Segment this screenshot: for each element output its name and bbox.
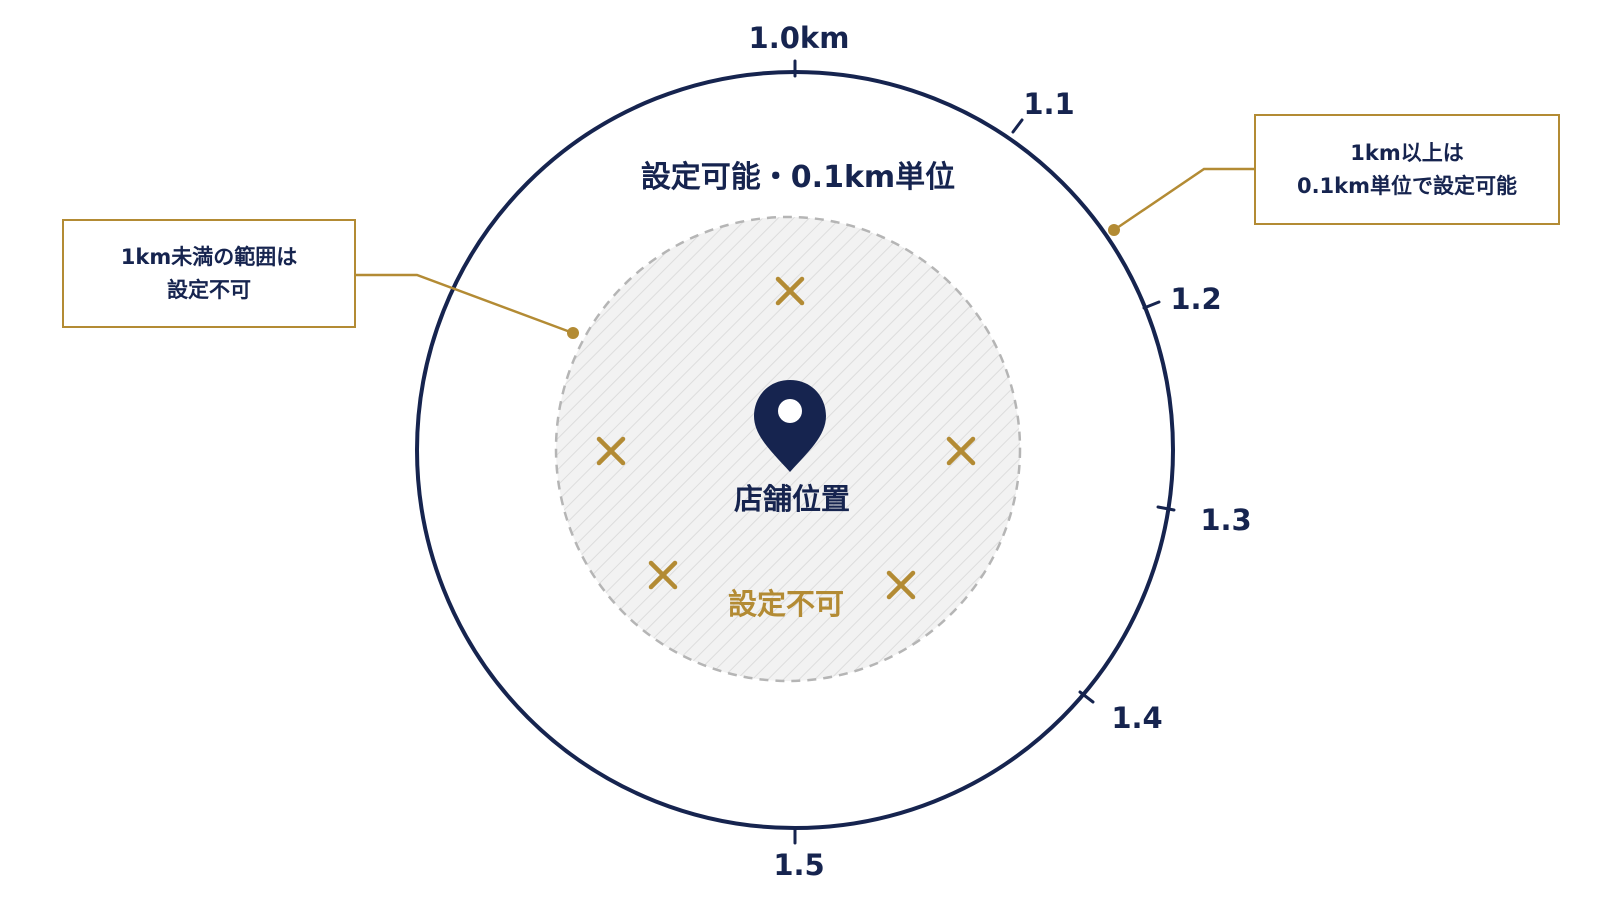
right-callout-leader bbox=[1113, 167, 1254, 232]
cross-icon bbox=[648, 560, 678, 590]
restricted-zone-label: 設定不可 bbox=[728, 587, 844, 621]
callout-leaders bbox=[356, 167, 1254, 335]
tick-label-1-5: 1.5 bbox=[773, 848, 824, 882]
callout-under-1km: 1km未満の範囲は 設定不可 bbox=[62, 219, 356, 328]
restricted-zone-border bbox=[554, 215, 1022, 683]
tick-label-1-4: 1.4 bbox=[1111, 701, 1162, 735]
left-callout-dot bbox=[567, 327, 579, 339]
tick-mark-1-3 bbox=[1156, 505, 1176, 512]
callout-under-1km-line1: 1km未満の範囲は bbox=[120, 244, 298, 269]
tick-label-1-2: 1.2 bbox=[1170, 282, 1221, 316]
right-callout-dot bbox=[1108, 224, 1120, 236]
callout-over-1km-line2: 0.1km単位で設定可能 bbox=[1296, 173, 1518, 198]
left-callout-leader bbox=[356, 273, 574, 335]
tick-label-1-1: 1.1 bbox=[1023, 87, 1074, 121]
cross-icon bbox=[775, 276, 805, 306]
cross-icon bbox=[886, 570, 916, 600]
callout-under-1km-line2: 設定不可 bbox=[167, 277, 251, 302]
callout-over-1km-line1: 1km以上は bbox=[1350, 140, 1464, 165]
cross-markers bbox=[596, 276, 976, 600]
callout-over-1km: 1km以上は 0.1km単位で設定可能 bbox=[1254, 114, 1560, 225]
tick-mark-1-1 bbox=[1011, 118, 1024, 134]
tick-mark-1-4 bbox=[1078, 690, 1095, 704]
outer-ring-label: 設定可能・0.1km単位 bbox=[641, 160, 955, 195]
distance-ticks bbox=[793, 59, 1176, 845]
tick-label-1-3: 1.3 bbox=[1200, 503, 1251, 537]
store-location-label: 店舗位置 bbox=[734, 482, 850, 516]
tick-mark-1-2 bbox=[1142, 300, 1161, 310]
cross-icon bbox=[596, 436, 626, 466]
map-pin-icon bbox=[754, 380, 826, 472]
tick-label-1-0km: 1.0km bbox=[749, 21, 850, 55]
cross-icon bbox=[946, 436, 976, 466]
